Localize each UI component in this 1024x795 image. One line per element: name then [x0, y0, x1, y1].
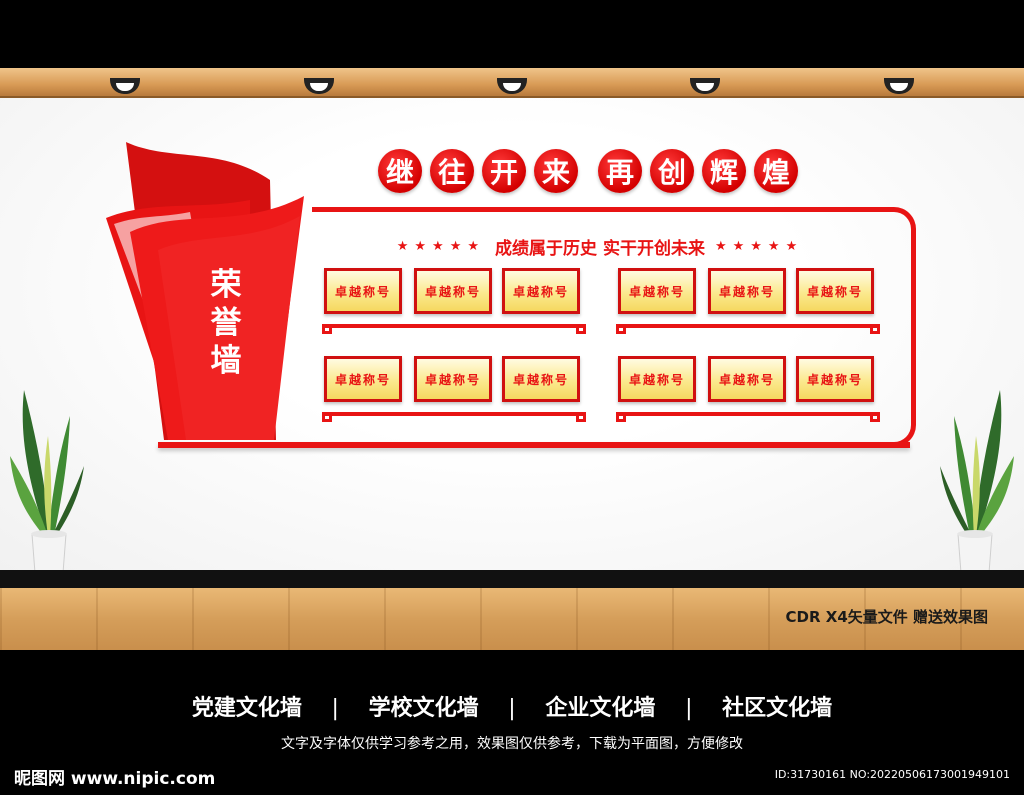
honor-plaque: 卓越称号 [414, 268, 492, 314]
image-id: ID:31730161 NO:20220506173001949101 [774, 768, 1010, 781]
category-list: 党建文化墙 | 学校文化墙 | 企业文化墙 | 社区文化墙 [0, 690, 1024, 722]
flag-label: 荣 誉 墙 [206, 266, 246, 380]
plaque-label: 卓越称号 [718, 284, 775, 299]
plaque-shelf [616, 412, 880, 416]
stars-left: ★★★★★ [396, 239, 486, 254]
honor-plaque: 卓越称号 [618, 268, 696, 314]
potted-plant-icon [940, 390, 1014, 587]
baseboard [0, 570, 1024, 588]
flag-char: 誉 [210, 305, 242, 341]
plaque-shelf [322, 324, 586, 328]
title-char: 往 [430, 149, 474, 193]
plaque-shelf [322, 412, 586, 416]
honor-plaque: 卓越称号 [324, 268, 402, 314]
shelf-ornament [616, 412, 626, 422]
potted-plant-icon [10, 390, 84, 587]
ceiling-lamp [690, 78, 720, 94]
main-title: 继 往 开 来 再 创 辉 煌 [378, 149, 806, 193]
honor-plaque: 卓越称号 [708, 356, 786, 402]
title-char: 继 [378, 149, 422, 193]
subtitle-text: 成绩属于历史 实干开创未来 [495, 239, 705, 259]
flag-char: 荣 [210, 267, 242, 303]
shelf-ornament [576, 412, 586, 422]
site-watermark: 昵图网 www.nipic.com [14, 769, 216, 789]
title-char: 辉 [702, 149, 746, 193]
flag-panel-icon [106, 142, 304, 440]
ceiling-lamp [884, 78, 914, 94]
plaque-label: 卓越称号 [512, 372, 569, 387]
title-char: 来 [534, 149, 578, 193]
shelf-ornament [870, 412, 880, 422]
category-separator: | [685, 696, 693, 721]
title-char: 开 [482, 149, 526, 193]
title-char: 煌 [754, 149, 798, 193]
honor-plaque: 卓越称号 [502, 356, 580, 402]
shelf-ornament [616, 324, 626, 334]
honor-plaque: 卓越称号 [414, 356, 492, 402]
plaque-label: 卓越称号 [424, 372, 481, 387]
stars-right: ★★★★★ [714, 239, 804, 254]
plaque-label: 卓越称号 [628, 372, 685, 387]
category-item: 学校文化墙 [368, 696, 479, 721]
honor-plaque: 卓越称号 [796, 356, 874, 402]
flag-char: 墙 [210, 343, 242, 379]
plaque-label: 卓越称号 [806, 372, 863, 387]
ceiling-lamp [304, 78, 334, 94]
honor-plaque: 卓越称号 [796, 268, 874, 314]
plaque-label: 卓越称号 [512, 284, 569, 299]
honor-plaque: 卓越称号 [324, 356, 402, 402]
category-item: 党建文化墙 [191, 696, 302, 721]
plaque-label: 卓越称号 [334, 284, 391, 299]
category-item: 社区文化墙 [722, 696, 833, 721]
subtitle: ★★★★★ 成绩属于历史 实干开创未来 ★★★★★ [350, 234, 850, 259]
category-item: 企业文化墙 [545, 696, 656, 721]
title-gap [586, 149, 598, 193]
category-separator: | [508, 696, 516, 721]
shelf-ornament [870, 324, 880, 334]
title-char: 创 [650, 149, 694, 193]
shelf-ornament [322, 324, 332, 334]
category-separator: | [331, 696, 339, 721]
shelf-ornament [576, 324, 586, 334]
plaque-label: 卓越称号 [806, 284, 863, 299]
wood-floor [0, 588, 1024, 650]
plaque-label: 卓越称号 [334, 372, 391, 387]
honor-plaque: 卓越称号 [708, 268, 786, 314]
honor-plaque: 卓越称号 [502, 268, 580, 314]
plaque-label: 卓越称号 [424, 284, 481, 299]
plaque-label: 卓越称号 [628, 284, 685, 299]
plaque-label: 卓越称号 [718, 372, 775, 387]
ceiling-lamp [110, 78, 140, 94]
usage-note: 文字及字体仅供学习参考之用，效果图仅供参考，下载为平面图，方便修改 [281, 736, 743, 752]
file-format-caption: CDR X4矢量文件 赠送效果图 [785, 608, 988, 626]
plaque-shelf [616, 324, 880, 328]
frame-base-line [158, 442, 910, 448]
title-char: 再 [598, 149, 642, 193]
ceiling-lamp [497, 78, 527, 94]
info-band [0, 650, 1024, 795]
honor-plaque: 卓越称号 [618, 356, 696, 402]
shelf-ornament [322, 412, 332, 422]
